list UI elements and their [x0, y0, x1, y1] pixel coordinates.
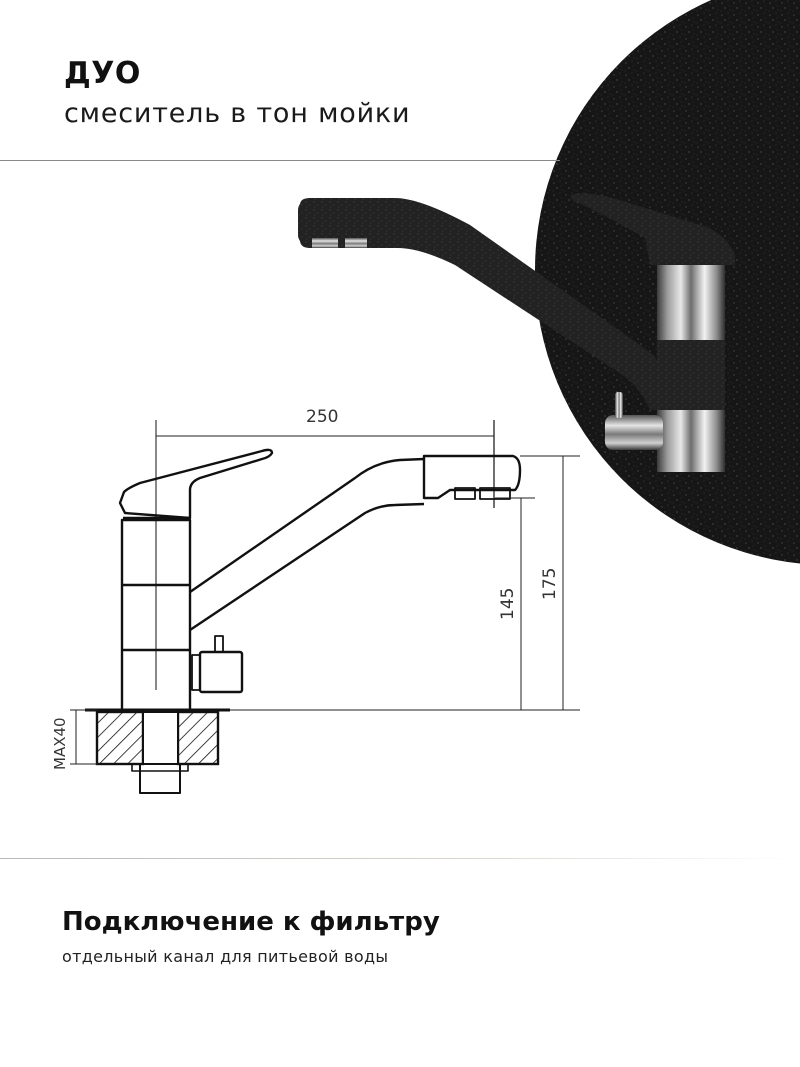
divider-bottom: [0, 858, 800, 859]
granite-band: [657, 340, 725, 410]
divider-top: [0, 160, 560, 161]
filter-valve-lever: [615, 392, 623, 418]
dimension-145: 145: [498, 588, 518, 620]
dimension-175: 175: [540, 568, 560, 600]
product-photo: [298, 0, 800, 564]
aerator-2: [345, 238, 367, 248]
feature-title: Подключение к фильтру: [62, 907, 440, 937]
aerator-1: [312, 238, 338, 248]
mounting-block-left: [95, 710, 145, 766]
faucet-lever: [570, 193, 735, 265]
feature-subtitle: отдельный канал для питьевой воды: [62, 947, 389, 966]
dimension-max40: MAX40: [51, 717, 69, 770]
drawing-lever: [118, 448, 274, 520]
product-title: ДУО: [64, 56, 141, 91]
mounting-block-right: [176, 710, 220, 766]
filter-valve: [605, 415, 663, 450]
dimension-250: 250: [306, 407, 338, 427]
product-subtitle: смеситель в тон мойки: [64, 98, 411, 129]
drawing-spout: [189, 457, 425, 593]
chrome-ring-top: [657, 265, 725, 340]
technical-drawing: 250 145 175 MAX40: [51, 407, 580, 794]
drawing-spout-head: [422, 454, 522, 500]
chrome-ring-bottom: [657, 410, 725, 472]
